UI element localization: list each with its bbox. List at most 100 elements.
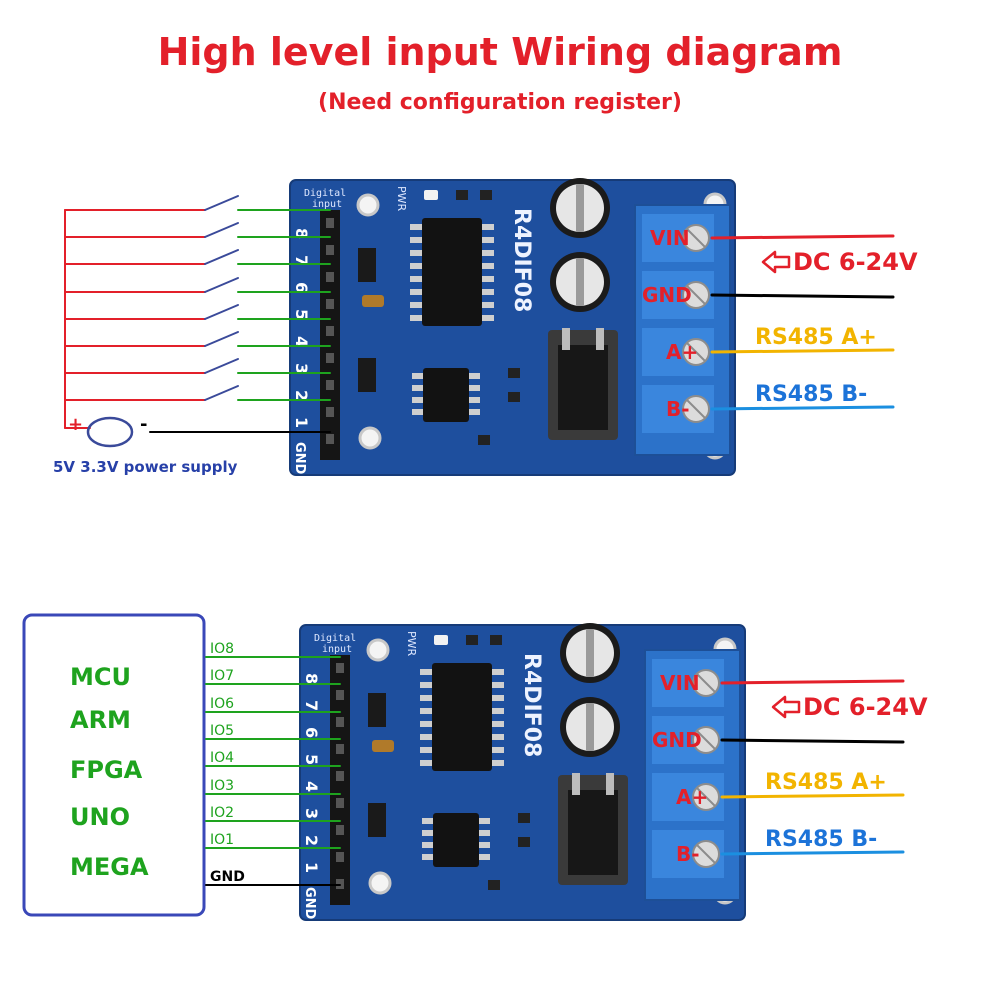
board-model: R4DIF08 — [509, 208, 534, 312]
terminal-vin-bottom: VIN — [660, 671, 700, 695]
header-pin — [326, 299, 334, 309]
mounting-hole — [366, 638, 390, 662]
header-pin — [326, 353, 334, 363]
header-pin — [326, 434, 334, 444]
pin-number-7: 7 — [302, 700, 321, 711]
rs485a-wire-top — [710, 348, 895, 354]
switch-lever — [204, 385, 239, 401]
diagram-subtitle: (Need configuration register) — [318, 90, 682, 115]
header-pin — [326, 326, 334, 336]
mounting-hole — [368, 871, 392, 895]
vin-wire-bottom — [720, 679, 905, 685]
switch-lever — [204, 249, 239, 265]
arrow-left-icon — [771, 695, 801, 719]
header-pin — [336, 852, 344, 862]
arrow-left-icon — [761, 250, 791, 274]
terminal-b-top: B- — [666, 397, 690, 421]
io-gnd-label: GND — [210, 869, 245, 885]
ic-rs485 — [423, 368, 469, 422]
dc-label-top: DC 6-24V — [793, 248, 918, 276]
pin-number-3: 3 — [302, 808, 321, 819]
terminal-b-bottom: B- — [676, 842, 700, 866]
rs485a-label-bottom: RS485 A+ — [765, 770, 887, 795]
ic-main — [432, 663, 492, 771]
pwr-led — [434, 635, 448, 645]
vin-wire-top — [710, 234, 895, 240]
pin-number-3: 3 — [292, 363, 311, 374]
switch-lever — [204, 195, 239, 211]
resistor-array — [368, 803, 386, 837]
pin-number-8: 8 — [302, 673, 321, 684]
gnd-wire-bottom — [720, 738, 905, 744]
terminal-a-top: A+ — [666, 340, 698, 364]
header-pin — [326, 245, 334, 255]
mounting-hole — [356, 193, 380, 217]
digital-label: Digital — [314, 633, 356, 644]
rs485a-label-top: RS485 A+ — [755, 325, 877, 350]
terminal-vin-top: VIN — [650, 226, 690, 250]
switch-lever — [204, 304, 239, 320]
resistor-array — [358, 358, 376, 392]
smd — [456, 190, 468, 200]
mcu-item-mcu: MCU — [70, 663, 131, 691]
pin-number-4: 4 — [292, 336, 311, 347]
switch-lever — [204, 277, 239, 293]
pin-gnd-label: GND — [302, 887, 317, 920]
rs485a-wire-bottom — [720, 793, 905, 799]
pwr-label: PWR — [405, 631, 418, 657]
rs485b-wire-top — [710, 405, 895, 411]
smd — [466, 635, 478, 645]
mcu-item-uno: UNO — [70, 803, 130, 831]
switch-lever — [204, 222, 239, 238]
smd — [490, 635, 502, 645]
supply-plus: + — [68, 414, 83, 435]
capacitor-smd — [372, 740, 394, 752]
io-label-io8: IO8 — [210, 641, 234, 657]
pcb — [290, 180, 735, 475]
io-label-io3: IO3 — [210, 778, 234, 794]
smd — [488, 880, 500, 890]
pwr-led — [424, 190, 438, 200]
rs485b-label-top: RS485 B- — [755, 382, 867, 407]
capacitor-smd — [362, 295, 384, 307]
header-pin — [336, 663, 344, 673]
header-pin — [336, 744, 344, 754]
smd — [508, 392, 520, 402]
header-pin — [326, 272, 334, 282]
resistor-array — [358, 248, 376, 282]
pcb — [300, 625, 745, 920]
header-pin — [336, 825, 344, 835]
pin-number-7: 7 — [292, 255, 311, 266]
io-label-io2: IO2 — [210, 805, 234, 821]
pin-number-1: 1 — [302, 862, 321, 873]
pin-gnd-label: GND — [292, 442, 307, 475]
pin-number-5: 5 — [292, 309, 311, 320]
pin-number-5: 5 — [302, 754, 321, 765]
pin-number-4: 4 — [302, 781, 321, 792]
pin-number-6: 6 — [292, 282, 311, 293]
pin-number-6: 6 — [302, 727, 321, 738]
resistor-array — [368, 693, 386, 727]
switch-lever — [204, 331, 239, 347]
io-label-io5: IO5 — [210, 723, 234, 739]
io-label-io1: IO1 — [210, 832, 234, 848]
mounting-hole — [358, 426, 382, 450]
io-label-io4: IO4 — [210, 750, 234, 766]
io-label-io6: IO6 — [210, 696, 234, 712]
ic-main — [422, 218, 482, 326]
mcu-box — [22, 613, 206, 917]
pin-number-1: 1 — [292, 417, 311, 428]
pin-number-2: 2 — [292, 390, 311, 401]
pin-number-8: 8 — [292, 228, 311, 239]
board-model: R4DIF08 — [519, 653, 544, 757]
smd — [478, 435, 490, 445]
input-label: input — [312, 199, 342, 210]
input-label: input — [322, 644, 352, 655]
ic-rs485 — [433, 813, 479, 867]
header-pin — [326, 380, 334, 390]
smd — [518, 837, 530, 847]
smd — [508, 368, 520, 378]
mcu-item-fpga: FPGA — [70, 756, 143, 784]
